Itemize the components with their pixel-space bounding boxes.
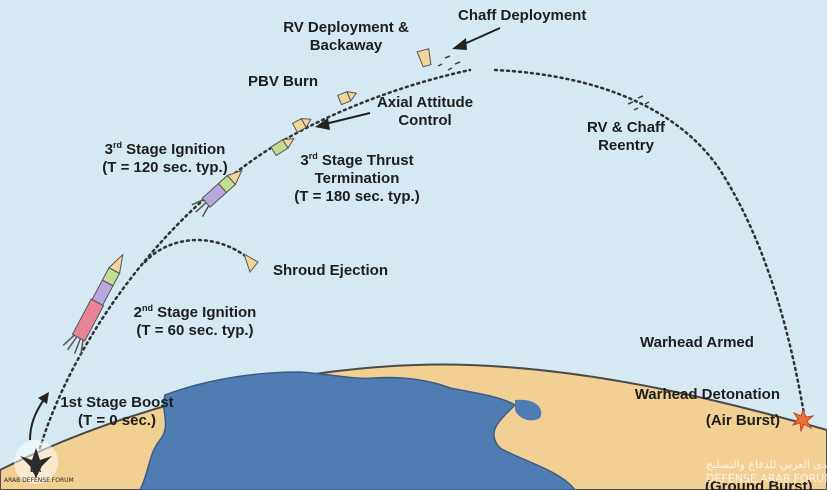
pbv-burn [337, 90, 358, 106]
label-rv-chaff-line1: RV & Chaff [586, 119, 666, 136]
forum-logo [14, 440, 58, 484]
chaff-particles [437, 55, 461, 71]
label-rv-chaff-reentry: RV & Chaff Reentry [568, 119, 684, 155]
boost-arrow [29, 397, 46, 441]
pbv-axial [291, 117, 312, 133]
rocket-stack-lower [62, 253, 124, 355]
label-pbv-burn: PBV Burn [248, 73, 319, 90]
label-chaff-deployment: Chaff Deployment [458, 7, 587, 24]
label-stage1-line1: 1st Stage Boost [60, 394, 174, 411]
stage2-suffix: nd [142, 303, 153, 313]
watermark-english: DEFENSE ARAB FORUM [706, 472, 827, 485]
label-stage3-ignition-line1: 3rd Stage Ignition [80, 141, 250, 159]
logo-text: DA [30, 466, 42, 474]
label-rv-deployment: RV Deployment & Backaway [268, 19, 424, 55]
stage3-ign-number: 3 [104, 141, 113, 158]
rv-bus [416, 48, 432, 68]
label-stage1-line2: (T = 0 sec.) [78, 412, 156, 429]
ocean [139, 371, 576, 490]
axial-arrowhead [315, 118, 330, 130]
label-stage2-ignition: 2nd Stage Ignition (T = 60 sec. typ.) [110, 304, 280, 340]
label-axial-line1: Axial Attitude [376, 94, 474, 111]
reentry-trajectory [493, 68, 807, 422]
stage2-number: 2 [133, 304, 142, 321]
stage3-ign-text: Stage Ignition [126, 141, 226, 158]
label-stage3-thrust: 3rd Stage Thrust Termination (T = 180 se… [272, 152, 442, 206]
label-stage3-thrust-line3: (T = 180 sec. typ.) [294, 188, 420, 205]
label-stage2-line2: (T = 60 sec. typ.) [136, 322, 254, 339]
label-ground-burst: (Ground Burst) [705, 478, 813, 490]
label-detonation-line1: Warhead Detonation [634, 386, 780, 403]
label-stage3-ignition: 3rd Stage Ignition (T = 120 sec. typ.) [80, 141, 250, 177]
earth [0, 363, 827, 490]
ascent-trajectory [38, 68, 472, 450]
label-stage2-line1: 2nd Stage Ignition [110, 304, 280, 322]
lake [515, 399, 542, 421]
stage3-thrust-suffix: rd [308, 151, 318, 161]
label-rv-chaff-line2: Reentry [598, 137, 654, 154]
label-detonation-line2: (Air Burst) [705, 412, 780, 429]
label-warhead-armed: Warhead Armed [640, 334, 754, 351]
label-warhead-detonation: Warhead Detonation (Air Burst) [608, 386, 780, 430]
label-stage1-boost: 1st Stage Boost (T = 0 sec.) [46, 394, 188, 430]
label-stage3-thrust-line2: Termination [314, 170, 400, 187]
chaff-arrow [461, 27, 501, 46]
stage3-thrust-number: 3 [300, 152, 309, 169]
rocket-stage3 [191, 169, 243, 218]
watermark-arabic: المنتدى العربي للدفاع والتسليح [706, 458, 827, 471]
label-axial-line2: Control [398, 112, 452, 129]
rocket-stage3-burnout [270, 137, 295, 157]
label-rv-deployment-line2: Backaway [309, 37, 383, 54]
label-shroud-ejection: Shroud Ejection [273, 262, 389, 279]
chaff-arrowhead [452, 38, 467, 50]
label-axial-attitude: Axial Attitude Control [360, 94, 490, 130]
boost-arrowhead [38, 392, 49, 404]
logo-caption: ARAB DEFENSE FORUM [4, 477, 74, 484]
stage3-thrust-text: Stage Thrust [321, 152, 414, 169]
label-stage3-ignition-line2: (T = 120 sec. typ.) [102, 159, 228, 176]
air-burst [791, 408, 815, 433]
reentry-chaff [627, 95, 650, 111]
stage2-text: Stage Ignition [157, 304, 257, 321]
axial-arrow [324, 112, 371, 125]
stage3-ign-suffix: rd [113, 140, 122, 150]
shroud [243, 252, 259, 274]
label-stage3-thrust-line1: 3rd Stage Thrust [272, 152, 442, 170]
shroud-trajectory [143, 238, 250, 264]
label-rv-deployment-line1: RV Deployment & [283, 19, 409, 36]
